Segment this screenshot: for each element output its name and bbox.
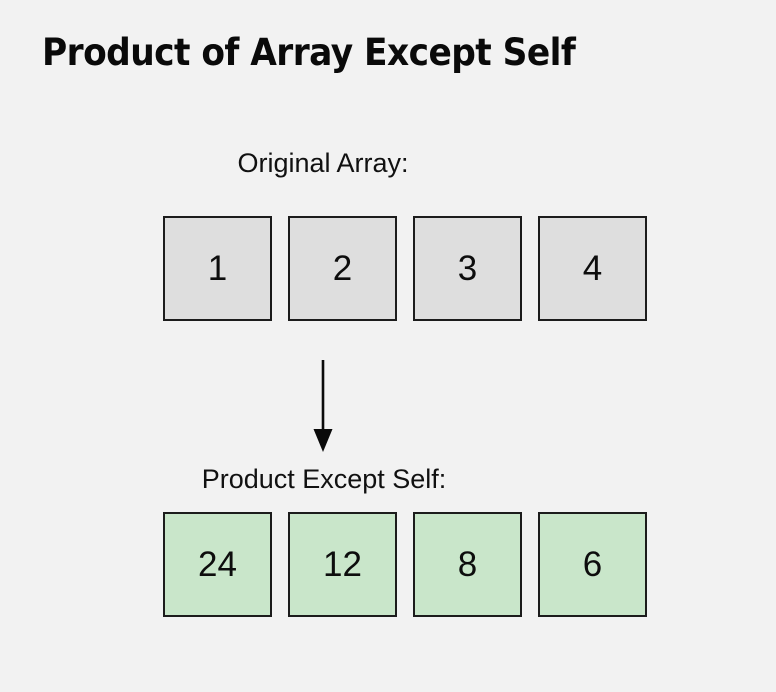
- array-cell-value: 4: [582, 249, 603, 288]
- original-array-label: Original Array:: [237, 148, 409, 178]
- product-except-self-label: Product Except Self:: [201, 464, 447, 494]
- arrow-down-icon: [308, 360, 338, 456]
- array-cell-value: 24: [198, 545, 237, 584]
- array-cell-value: 12: [323, 545, 362, 584]
- array-cell: 1: [163, 216, 272, 321]
- array-cell: 2: [288, 216, 397, 321]
- array-cell-value: 2: [332, 249, 353, 288]
- array-cell-value: 3: [457, 249, 478, 288]
- original-array-row: 1 2 3 4: [163, 216, 647, 321]
- result-array-row: 24 12 8 6: [163, 512, 647, 617]
- array-cell: 3: [413, 216, 522, 321]
- array-cell-value: 8: [457, 545, 478, 584]
- array-cell-value: 1: [207, 249, 228, 288]
- array-cell: 12: [288, 512, 397, 617]
- array-cell: 6: [538, 512, 647, 617]
- array-cell: 4: [538, 216, 647, 321]
- array-cell: 24: [163, 512, 272, 617]
- page-title: Product of Array Except Self: [42, 31, 576, 74]
- array-cell-value: 6: [582, 545, 603, 584]
- array-cell: 8: [413, 512, 522, 617]
